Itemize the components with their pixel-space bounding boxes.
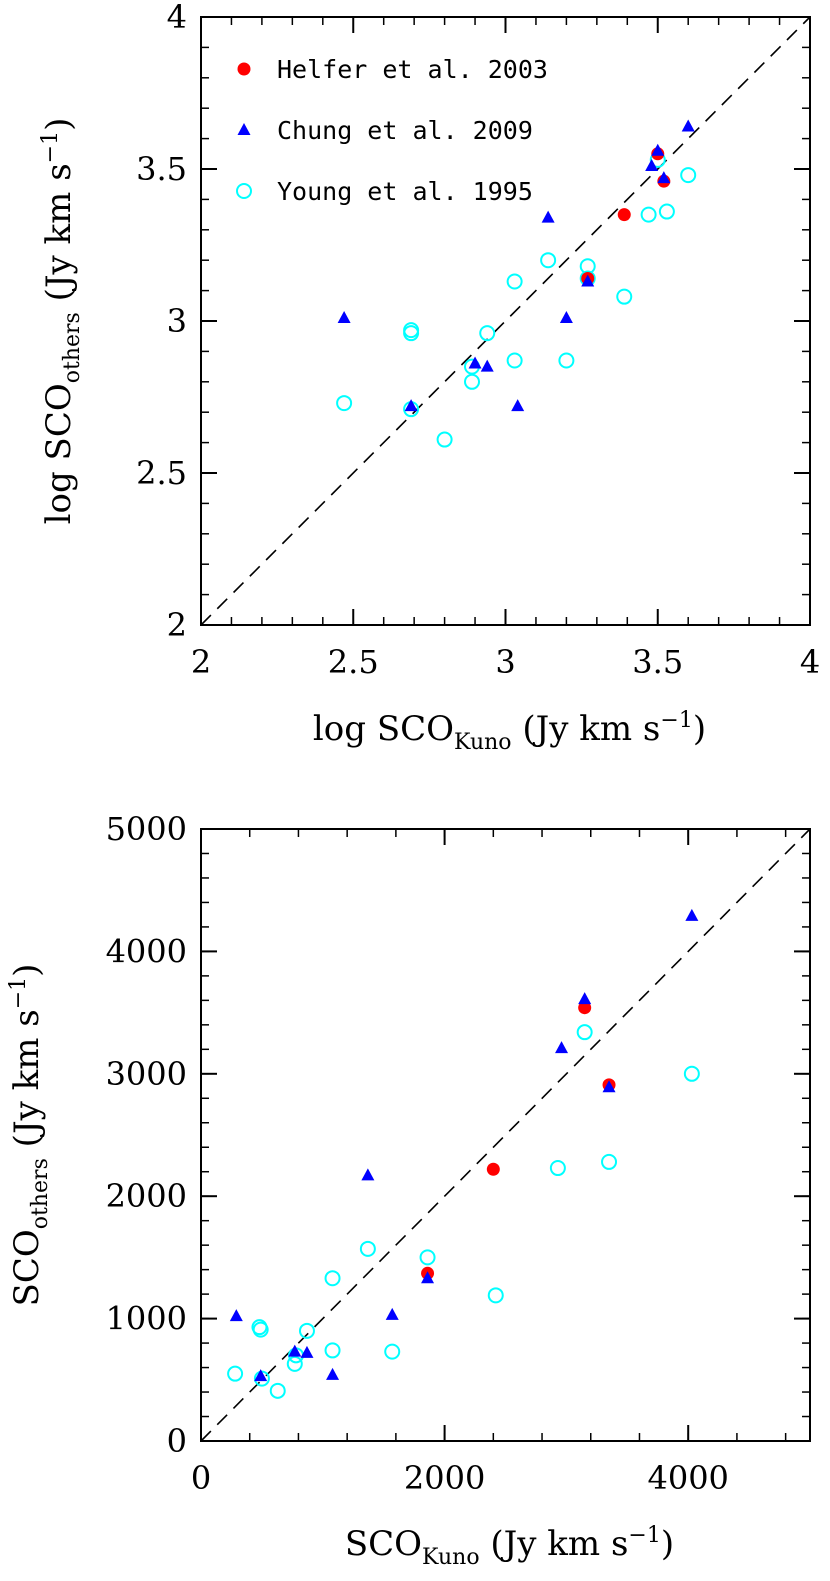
data-point (336, 395, 353, 412)
data-point (385, 1307, 399, 1320)
y-tick-label: 3 (167, 302, 187, 340)
one-to-one-line (200, 828, 811, 1442)
data-point (480, 359, 494, 372)
y-tick-label: 0 (167, 1422, 187, 1460)
y-tick-label: 3.5 (136, 150, 187, 188)
data-point (576, 1024, 593, 1041)
y-axis-label: SCOothers (Jy km s−1) (6, 964, 53, 1307)
data-point (541, 210, 555, 223)
data-point (555, 1041, 569, 1054)
data-point (326, 1367, 340, 1380)
x-tick-label: 4000 (647, 1459, 728, 1497)
data-point (640, 206, 657, 223)
data-point (384, 1343, 401, 1360)
legend-label: Helfer et al. 2003 (277, 55, 548, 84)
y-tick-label: 3000 (106, 1055, 187, 1093)
data-point (506, 273, 523, 290)
data-point (680, 167, 697, 184)
data-point (252, 1321, 269, 1338)
y-tick-label: 5000 (106, 810, 187, 848)
y-tick-label: 2 (167, 606, 187, 644)
y-axis-label: log SCOothers (Jy km s−1) (38, 118, 85, 525)
legend-marker (237, 123, 251, 135)
y-tick-label: 4 (167, 0, 187, 36)
data-point (324, 1270, 341, 1287)
data-point (464, 373, 481, 390)
data-point (658, 203, 675, 220)
data-point (559, 310, 573, 323)
data-point (681, 119, 695, 132)
y-tick-label: 1000 (106, 1300, 187, 1338)
data-point (324, 1342, 341, 1359)
data-point (685, 908, 699, 921)
data-point (227, 1365, 244, 1382)
data-point (487, 1287, 504, 1304)
data-point (601, 1153, 618, 1170)
data-point (578, 1001, 592, 1015)
data-point (581, 274, 595, 287)
y-tick-label: 2000 (106, 1177, 187, 1215)
legend-label: Chung et al. 2009 (277, 116, 533, 145)
data-point (479, 325, 496, 342)
data-point (558, 352, 575, 369)
data-point (549, 1160, 566, 1177)
data-point (288, 1344, 302, 1357)
data-point (645, 158, 659, 171)
x-axis-label: SCOKuno (Jy km s−1) (345, 1523, 674, 1570)
x-tick-label: 0 (191, 1459, 211, 1497)
data-point (540, 252, 557, 269)
data-point (404, 399, 418, 412)
data-point (300, 1345, 314, 1358)
data-point (617, 208, 631, 222)
data-point (254, 1369, 268, 1382)
plot-frame (200, 828, 811, 1442)
data-point (269, 1382, 286, 1399)
x-tick-label: 3.5 (632, 643, 683, 681)
legend-marker (237, 62, 251, 76)
data-point (403, 325, 420, 342)
data-point (602, 1080, 616, 1093)
legend-label: Young et al. 1995 (277, 177, 533, 206)
data-point (359, 1240, 376, 1257)
x-tick-label: 2.5 (328, 643, 379, 681)
data-point (486, 1162, 500, 1176)
data-point (421, 1271, 435, 1284)
data-point (657, 171, 671, 184)
x-tick-label: 2 (191, 643, 211, 681)
data-point (616, 288, 633, 305)
data-point (436, 431, 453, 448)
x-tick-label: 2000 (404, 1459, 485, 1497)
data-point (229, 1309, 243, 1322)
data-point (578, 992, 592, 1005)
plot-frame (200, 16, 811, 626)
x-axis-label: log SCOKuno (Jy km s−1) (313, 708, 706, 755)
data-point (683, 1065, 700, 1082)
data-point (419, 1249, 436, 1266)
x-tick-label: 4 (800, 643, 820, 681)
data-point (651, 143, 665, 156)
y-tick-label: 4000 (106, 932, 187, 970)
data-point (298, 1322, 315, 1339)
data-point (511, 399, 525, 412)
one-to-one-line (200, 16, 811, 626)
data-point (468, 356, 482, 369)
data-point (361, 1168, 375, 1181)
data-point (286, 1355, 303, 1372)
legend-marker (236, 183, 252, 199)
y-tick-label: 2.5 (136, 454, 187, 492)
data-point (506, 352, 523, 369)
x-tick-label: 3 (495, 643, 515, 681)
data-point (337, 310, 351, 323)
